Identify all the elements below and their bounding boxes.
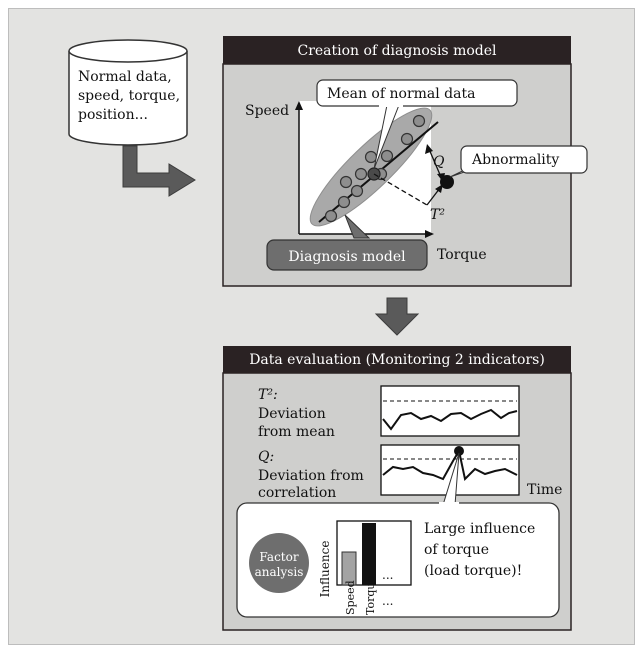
- time-axis-label: Time: [527, 482, 562, 498]
- diagnosis-model-label: Diagnosis model: [288, 249, 406, 265]
- abnormal-point: [440, 175, 454, 189]
- figure-frame: Normal data, speed, torque, position... …: [8, 8, 635, 645]
- t2-trend-chart: [380, 385, 520, 437]
- torque-axis-arrowhead-icon: [425, 230, 434, 238]
- speed-axis-label: Speed: [245, 103, 289, 119]
- conclusion-line-3: (load torque)!: [424, 563, 522, 579]
- data-point: [400, 132, 414, 146]
- t2-indicator-line-2: from mean: [258, 424, 335, 440]
- conclusion-line-1: Large influence: [424, 521, 535, 537]
- normal-data-points: [324, 114, 426, 223]
- data-point: [364, 150, 378, 164]
- q-trend-line: [382, 448, 518, 482]
- data-point: [412, 114, 426, 128]
- t2-arrowhead-icon: [435, 184, 443, 193]
- q-label: Q: [433, 154, 445, 170]
- q-indicator-symbol: Q:: [258, 449, 274, 465]
- data-point: [350, 184, 364, 198]
- q-arrowhead-icon: [425, 144, 433, 154]
- diagram-canvas: Normal data, speed, torque, position... …: [68, 36, 588, 631]
- evaluation-panel-header: [223, 346, 571, 373]
- abnormality-callout-box: [460, 145, 588, 174]
- q-indicator-line-2: correlation: [258, 485, 336, 501]
- factor-analysis-line-1: Factor: [259, 550, 298, 564]
- diagnosis-model-pointer: [344, 214, 371, 239]
- torque-axis-label: Torque: [437, 247, 487, 263]
- mean-callout-box: [316, 79, 518, 107]
- more-bars-ellipsis: ...: [382, 568, 393, 582]
- t2-indicator-line-1: Deviation: [258, 406, 326, 422]
- torque-influence-bar: [362, 523, 376, 585]
- factor-analysis-badge: [249, 533, 309, 593]
- diagnosis-model-badge: [266, 239, 428, 271]
- torque-bar-label: Torque: [364, 576, 377, 615]
- factor-analysis-join: [439, 502, 459, 506]
- q-distance-line: [428, 148, 442, 178]
- t2-indicator-symbol: T²:: [258, 387, 278, 403]
- more-labels-ellipsis: ...: [382, 594, 393, 608]
- data-point: [380, 149, 394, 163]
- evaluation-panel-title: Data evaluation (Monitoring 2 indicators…: [249, 352, 545, 368]
- data-point: [324, 209, 338, 223]
- mean-callout-join: [379, 103, 403, 107]
- down-arrow-icon: [374, 297, 420, 336]
- t2-trend-line: [382, 408, 518, 431]
- conclusion-line-2: of torque: [424, 542, 489, 558]
- q-indicator-line-1: Deviation from: [258, 468, 364, 484]
- database-line-3: position...: [78, 107, 148, 123]
- data-point: [339, 175, 353, 189]
- mean-callout-label: Mean of normal data: [327, 86, 475, 102]
- database-line-1: Normal data,: [78, 69, 172, 85]
- t2-label: T²: [430, 207, 445, 223]
- speed-bar-label: Speed: [344, 580, 357, 615]
- input-arrow-icon: [122, 145, 196, 197]
- creation-panel: Creation of diagnosis model Speed Torque: [222, 36, 588, 287]
- creation-panel-title: Creation of diagnosis model: [297, 43, 497, 59]
- data-point: [354, 167, 368, 181]
- database-line-2: speed, torque,: [78, 88, 180, 104]
- data-point: [337, 195, 351, 209]
- factor-analysis-line-2: analysis: [255, 565, 304, 579]
- speed-axis-arrowhead-icon: [295, 101, 303, 110]
- abnormality-callout-label: Abnormality: [471, 152, 559, 168]
- speed-influence-bar: [341, 551, 357, 586]
- evaluation-panel: Data evaluation (Monitoring 2 indicators…: [222, 346, 572, 631]
- influence-axis-label: Influence: [318, 541, 332, 598]
- creation-panel-header: [223, 36, 571, 64]
- q-spike-point: [454, 446, 464, 456]
- normal-data-database: Normal data, speed, torque, position...: [68, 39, 188, 146]
- t2-dashed-line: [373, 173, 428, 206]
